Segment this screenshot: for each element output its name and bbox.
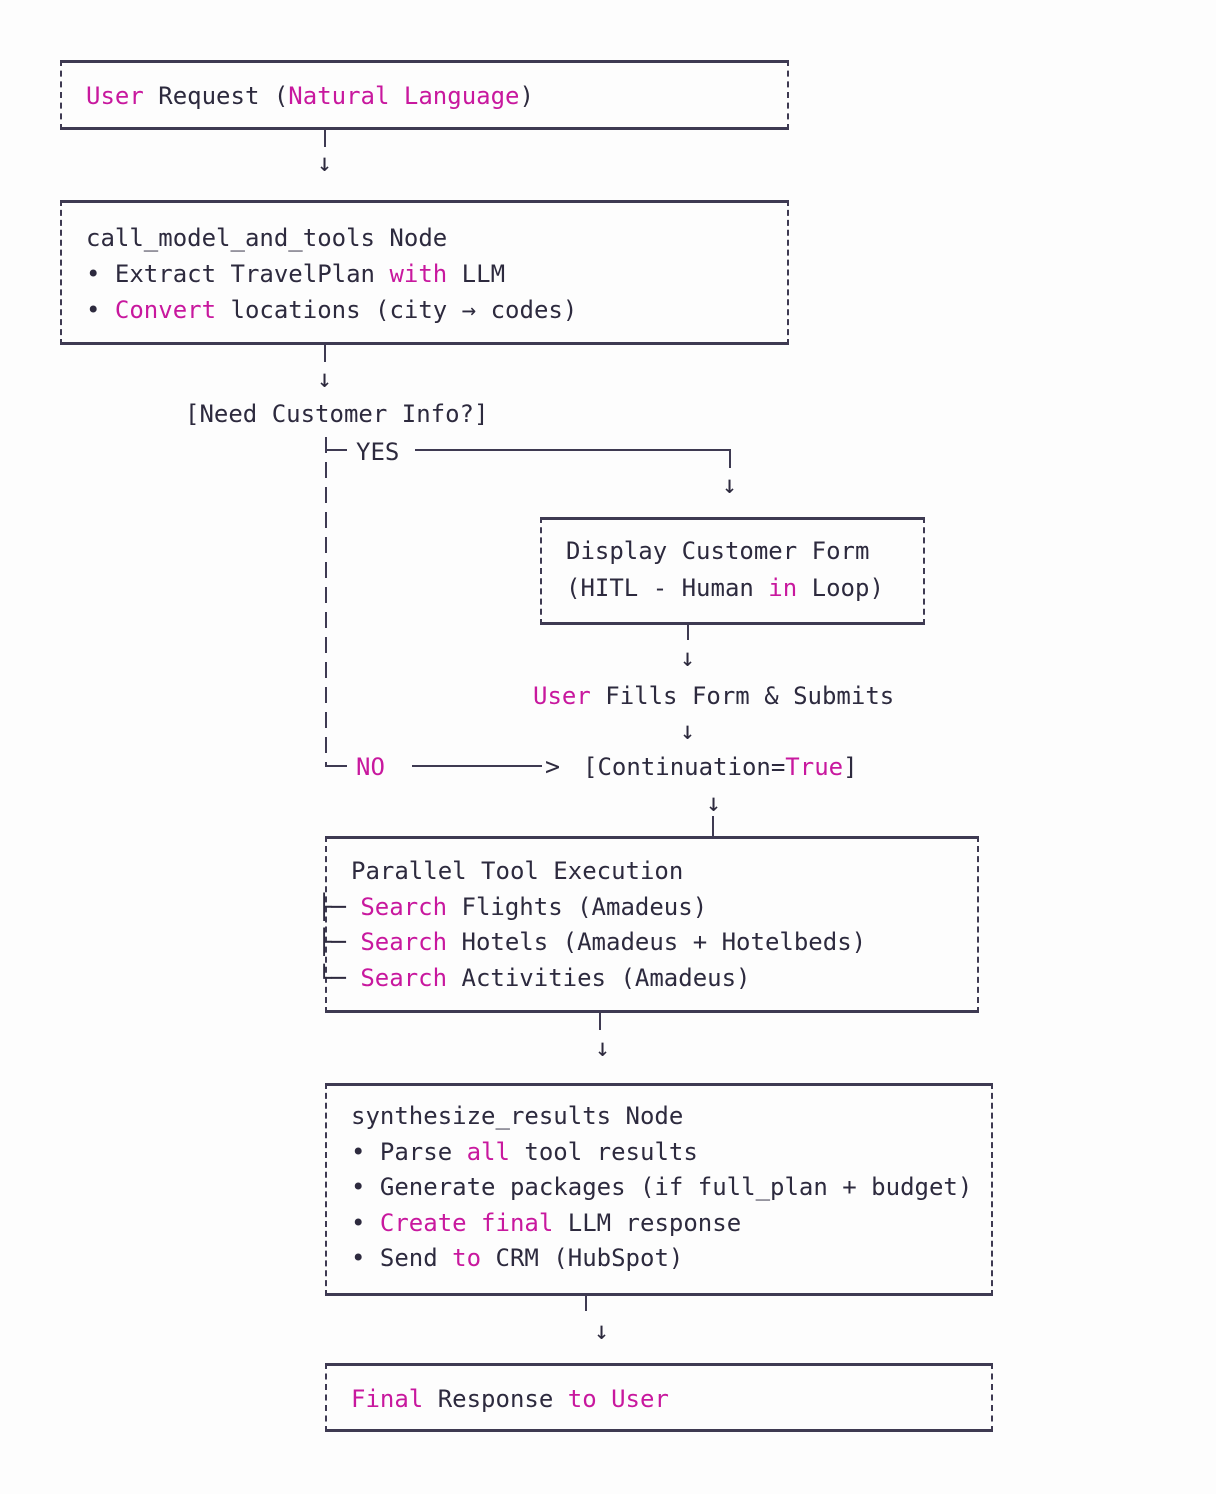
no-branch-label: NO [356, 752, 385, 782]
text-line: • Extract TravelPlan with LLM [86, 256, 787, 292]
text-line: • Create final LLM response [351, 1206, 991, 1242]
text-segment: • [351, 1208, 380, 1237]
no-branch-line [412, 765, 542, 767]
text-segment: YES [356, 438, 400, 466]
text-line: call_model_and_tools Node [86, 220, 787, 256]
text-segment: Activities (Amadeus) [447, 963, 751, 992]
text-segment: NO [356, 753, 385, 781]
text-line: ├─ Search Flights (Amadeus) [317, 890, 977, 926]
text-segment: locations (city → codes) [216, 296, 578, 324]
yes-branch-line [415, 449, 731, 451]
text-line: User Request (Natural Language) [86, 78, 787, 114]
text-line: ├─ Search Hotels (Amadeus + Hotelbeds) [317, 925, 977, 961]
branch-tick-line [327, 765, 347, 767]
need-customer-info-label: [Need Customer Info?] [185, 399, 488, 429]
connector-line [324, 345, 326, 362]
text-segment: ) [519, 82, 534, 110]
text-segment: to User [567, 1385, 669, 1413]
text-line: (HITL - Human in Loop) [566, 570, 923, 607]
text-segment: Create final [379, 1208, 554, 1237]
text-segment: User [86, 82, 144, 110]
text-segment: [Need Customer Info?] [185, 400, 489, 428]
text-segment: Request ( [143, 82, 289, 110]
text-segment: Display Customer Form [566, 537, 870, 565]
text-segment: • [86, 296, 115, 324]
text-segment: Search [360, 892, 448, 921]
connector-line [687, 625, 689, 640]
text-line: • Parse all tool results [351, 1135, 991, 1171]
text-segment: tool results [509, 1137, 698, 1166]
text-line: synthesize_results Node [351, 1099, 991, 1135]
text-line: └─ Search Activities (Amadeus) [317, 961, 977, 997]
call-model-and-tools-box: call_model_and_tools Node • Extract Trav… [60, 200, 789, 345]
text-segment: ] [843, 753, 858, 781]
synthesize-results-box: synthesize_results Node • Parse all tool… [325, 1083, 993, 1296]
text-segment: CRM (HubSpot) [481, 1244, 684, 1272]
text-segment: (HITL - Human [566, 574, 769, 602]
text-segment: • Extract TravelPlan [86, 260, 390, 288]
branch-tick-line [327, 449, 347, 451]
text-line: • Generate packages (if full_plan + budg… [351, 1170, 991, 1206]
parallel-tool-execution-box: Parallel Tool Execution ├─ Search Flight… [317, 836, 979, 1013]
connector-line [712, 816, 714, 836]
yes-branch-corner-line [729, 449, 731, 468]
text-line: • Convert locations (city → codes) [86, 292, 787, 328]
down-arrow-icon: ↓ [317, 148, 333, 177]
text-line: Final Response to User [351, 1381, 991, 1417]
text-segment: Natural Language [288, 82, 520, 110]
text-line: Display Customer Form [566, 533, 923, 570]
down-arrow-icon: ↓ [594, 1316, 610, 1345]
user-fills-form-label: User Fills Form & Submits [533, 681, 894, 711]
text-segment: [Continuation= [583, 753, 786, 781]
text-segment: ├─ [317, 892, 361, 921]
text-segment: in [768, 574, 798, 602]
text-segment: User [533, 682, 591, 710]
display-customer-form-box: Display Customer Form (HITL - Human in L… [540, 517, 925, 625]
text-segment: Hotels (Amadeus + Hotelbeds) [447, 928, 867, 956]
down-arrow-icon: ↓ [317, 364, 333, 393]
down-arrow-icon: ↓ [595, 1033, 611, 1062]
branch-spine-line [325, 437, 327, 767]
text-segment: Response [423, 1385, 568, 1413]
yes-branch-label: YES [356, 437, 399, 467]
text-segment: Final [351, 1385, 424, 1413]
down-arrow-icon: ↓ [722, 470, 738, 499]
text-segment: Search [360, 963, 448, 992]
text-segment: • Send [351, 1244, 453, 1272]
text-segment: to [452, 1244, 482, 1272]
text-line: • Send to CRM (HubSpot) [351, 1241, 991, 1277]
text-segment: synthesize_results Node [351, 1102, 684, 1130]
down-arrow-icon: ↓ [680, 716, 696, 745]
text-segment: Convert [114, 296, 217, 324]
text-segment: ├─ [317, 928, 361, 956]
text-segment: Fills Form & Submits [590, 682, 895, 710]
text-segment: with [389, 260, 448, 288]
text-segment: └─ [317, 963, 361, 992]
connector-line [599, 1013, 601, 1030]
final-response-box: Final Response to User [325, 1363, 993, 1432]
text-segment: Loop) [797, 574, 884, 602]
text-segment: Parallel Tool Execution [351, 857, 684, 885]
text-segment: • Parse [351, 1137, 467, 1166]
text-segment: call_model_and_tools Node [86, 224, 448, 252]
text-segment: True [785, 753, 844, 781]
arrowhead-right-icon: > [545, 752, 561, 781]
text-segment: Search [360, 928, 448, 956]
connector-line [585, 1296, 587, 1311]
text-segment: all [466, 1137, 510, 1166]
connector-line [324, 130, 326, 147]
text-segment: • Generate packages (if full_plan + budg… [351, 1173, 973, 1201]
text-line: Parallel Tool Execution [351, 854, 977, 890]
down-arrow-icon: ↓ [706, 788, 722, 817]
user-request-box: User Request (Natural Language) [60, 60, 789, 130]
text-segment: LLM [447, 260, 506, 288]
text-segment: Flights (Amadeus) [447, 892, 708, 921]
text-segment: LLM response [553, 1208, 742, 1237]
continuation-label: [Continuation=True] [583, 752, 858, 782]
down-arrow-icon: ↓ [680, 643, 696, 672]
